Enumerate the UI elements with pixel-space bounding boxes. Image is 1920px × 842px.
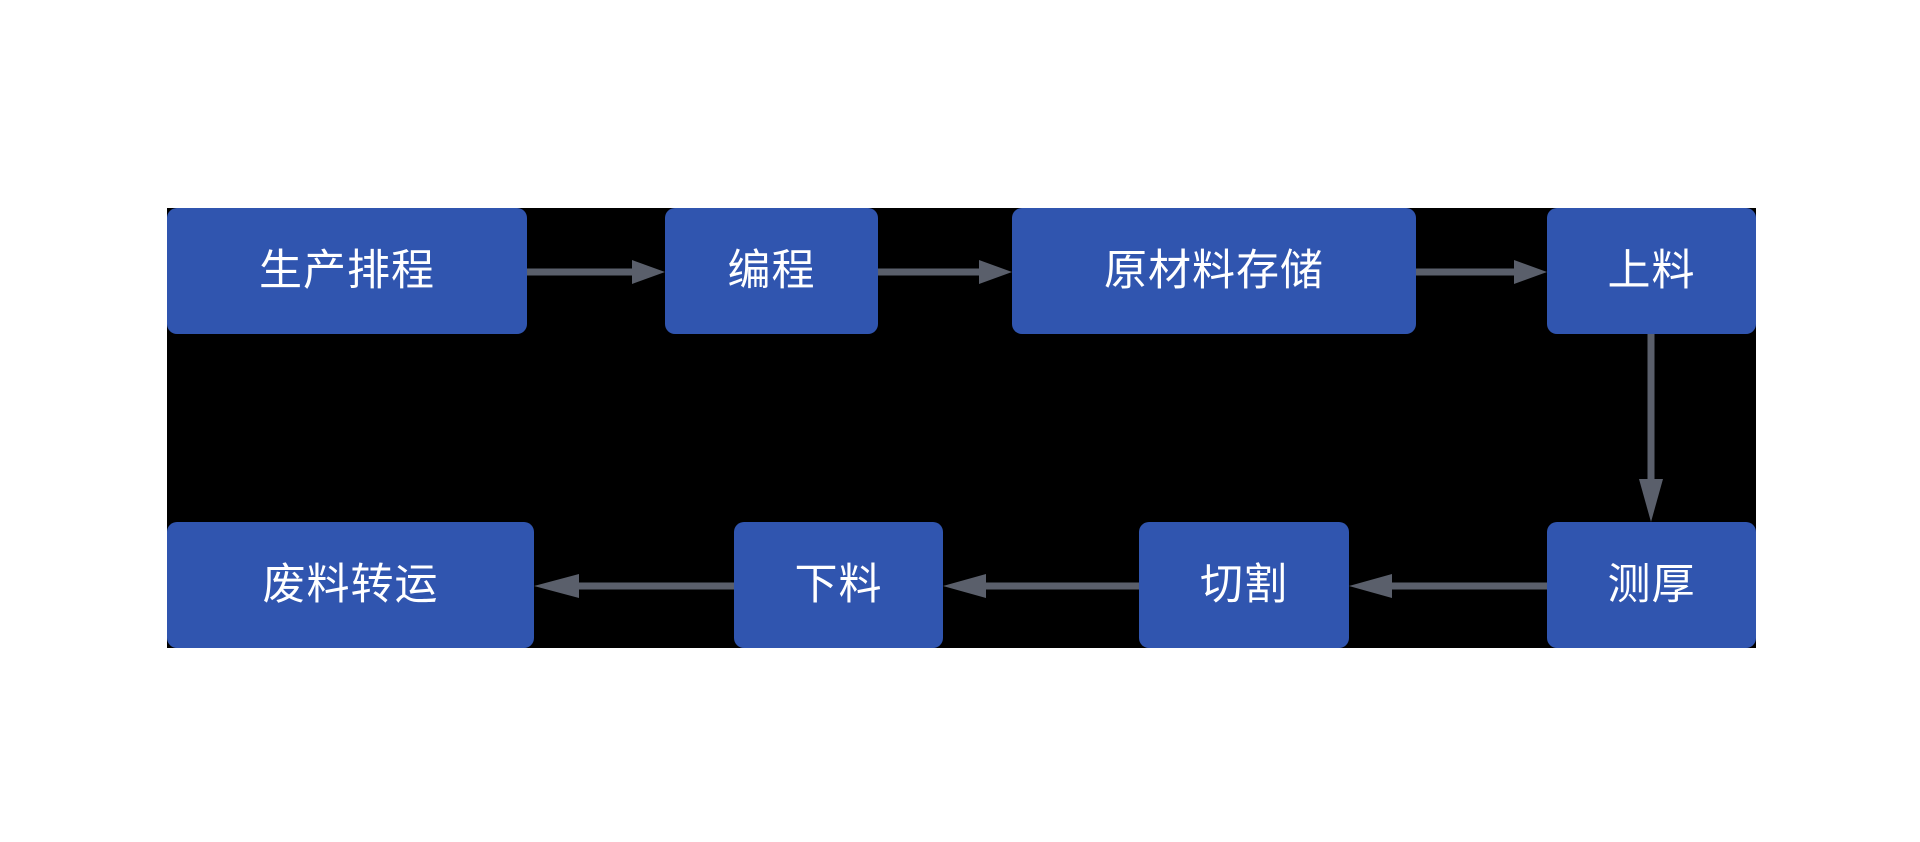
node-scrap-transfer-label: 废料转运 [262,560,439,609]
node-cutting[interactable]: 切割 [1139,522,1349,648]
node-cutting-label: 切割 [1200,560,1288,609]
node-loading[interactable]: 上料 [1547,208,1756,334]
edge-programming-to-raw-material-storage [878,256,1012,288]
edge-loading-to-thickness-measurement [1635,334,1667,522]
node-thickness-measurement-label: 测厚 [1607,560,1696,609]
node-loading-label: 上料 [1607,246,1696,295]
node-programming-label: 编程 [727,246,816,295]
node-raw-material-storage[interactable]: 原材料存储 [1012,208,1416,334]
node-scheduling[interactable]: 生产排程 [167,208,527,334]
node-thickness-measurement[interactable]: 测厚 [1547,522,1756,648]
node-raw-material-storage-label: 原材料存储 [1104,246,1324,295]
edge-thickness-measurement-to-cutting [1349,570,1547,602]
node-programming[interactable]: 编程 [665,208,878,334]
node-scheduling-label: 生产排程 [259,246,435,295]
edge-cutting-to-unloading [943,570,1139,602]
node-unloading-label: 下料 [794,560,883,609]
node-unloading[interactable]: 下料 [734,522,943,648]
node-scrap-transfer[interactable]: 废料转运 [167,522,534,648]
edge-scheduling-to-programming [527,256,665,288]
edge-raw-material-storage-to-loading [1416,256,1547,288]
edge-unloading-to-scrap-transfer [534,570,734,602]
